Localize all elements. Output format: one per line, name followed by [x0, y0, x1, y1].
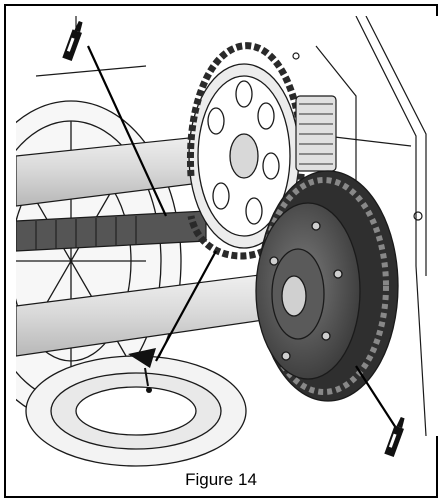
- figure-frame: Figure 14: [4, 4, 438, 498]
- figure-caption: Figure 14: [185, 470, 257, 489]
- spur-gear: [255, 170, 399, 402]
- leader-lines: [87, 45, 397, 429]
- middle-shaft: [16, 210, 207, 252]
- sprocket: [188, 63, 300, 249]
- oil-bottle-icon: [384, 417, 405, 458]
- illustration: [16, 16, 440, 472]
- pinion-gear: [295, 95, 337, 172]
- drive-assembly-illustration: [16, 16, 438, 467]
- grease-drop-icon: [128, 348, 156, 393]
- oil-bottle-icon: [62, 21, 83, 62]
- belt-pulley: [25, 355, 247, 467]
